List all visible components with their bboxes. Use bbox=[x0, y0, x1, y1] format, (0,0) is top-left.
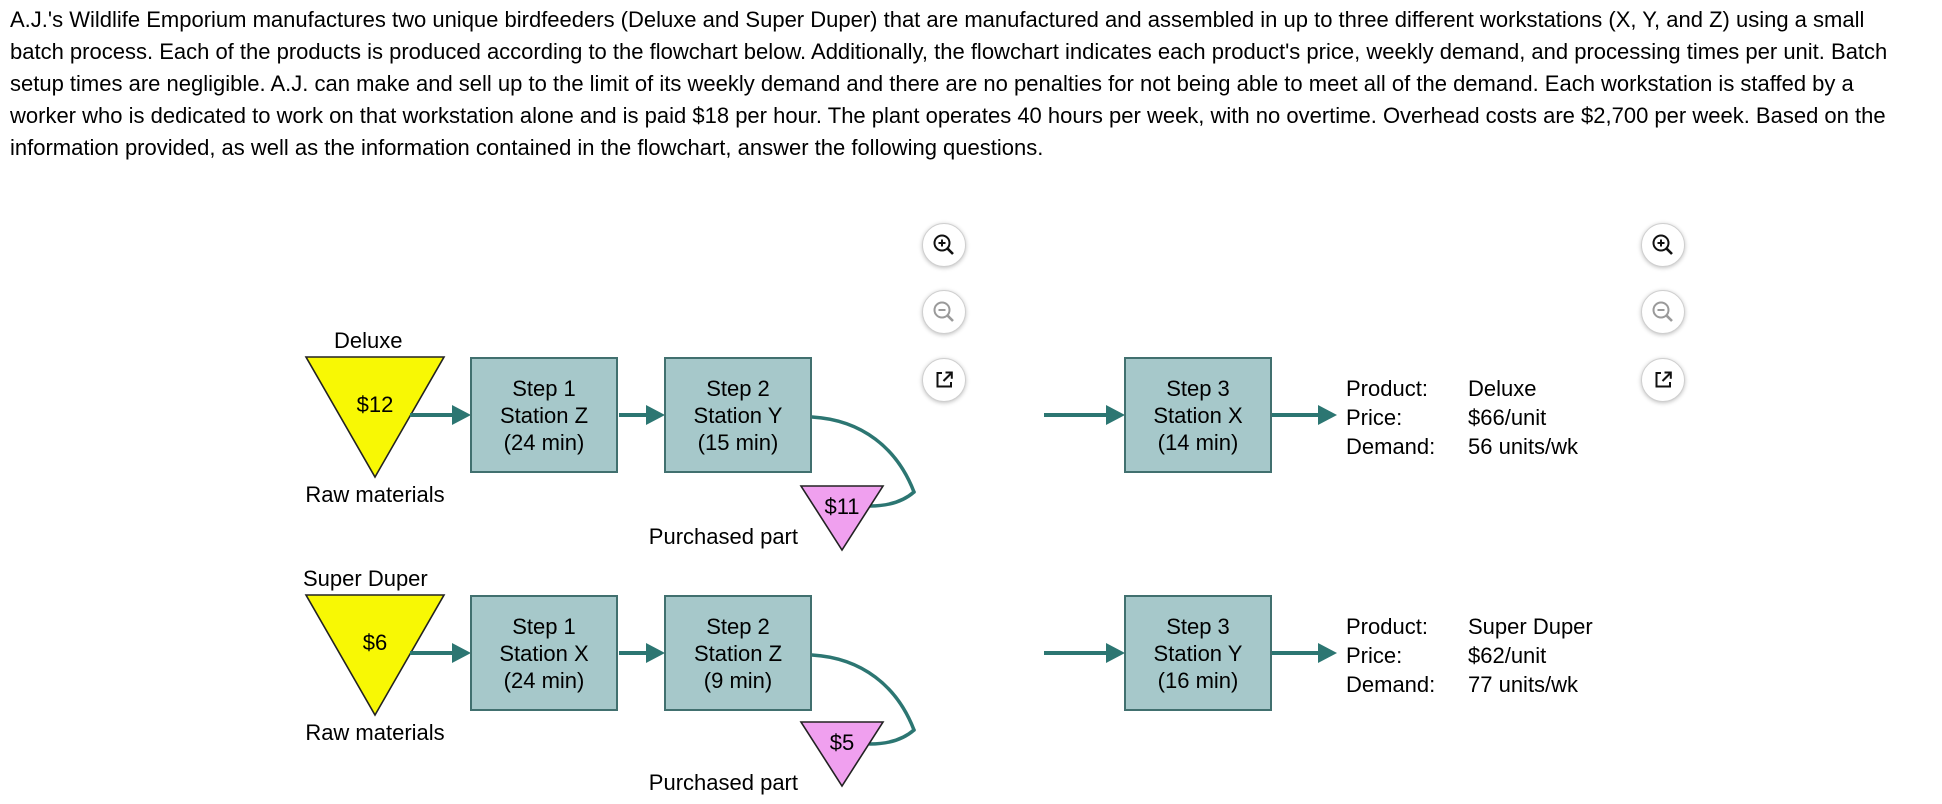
info-price-label: Price: bbox=[1346, 405, 1403, 430]
flow-curve-step2-out bbox=[810, 653, 916, 732]
step-title: Step 3 bbox=[1166, 375, 1230, 401]
step-time: (16 min) bbox=[1157, 667, 1239, 693]
panel2-zoom-out-button[interactable] bbox=[1641, 290, 1685, 334]
info-demand-label: Demand: bbox=[1346, 672, 1436, 697]
step-station: Station X bbox=[499, 640, 589, 666]
info-demand-value: 56 units/wk bbox=[1468, 434, 1579, 459]
open-in-new-icon bbox=[932, 368, 956, 392]
info-product-label: Product: bbox=[1346, 376, 1428, 401]
station-box-deluxe-step1: Step 1 Station Z (24 min) bbox=[470, 357, 618, 473]
flow-arrowhead bbox=[1106, 405, 1125, 425]
step-station: Station X bbox=[1153, 402, 1243, 428]
step-time: (24 min) bbox=[503, 667, 585, 693]
info-product-label: Product: bbox=[1346, 614, 1428, 639]
station-box-deluxe-step3: Step 3 Station X (14 min) bbox=[1124, 357, 1272, 473]
open-in-new-icon bbox=[1651, 368, 1675, 392]
flow-arrowhead bbox=[452, 643, 471, 663]
info-price-label: Price: bbox=[1346, 643, 1403, 668]
flow-arrowhead bbox=[1106, 643, 1125, 663]
station-box-super-duper-step2: Step 2 Station Z (9 min) bbox=[664, 595, 812, 711]
flow-arrowhead bbox=[646, 643, 665, 663]
info-price-value: $62/unit bbox=[1468, 643, 1547, 668]
raw-materials-label: Raw materials bbox=[305, 482, 445, 507]
station-box-deluxe-step2: Step 2 Station Y (15 min) bbox=[664, 357, 812, 473]
raw-cost-label: $12 bbox=[356, 392, 394, 417]
info-product-value: Super Duper bbox=[1468, 614, 1593, 639]
info-demand-value: 77 units/wk bbox=[1468, 672, 1579, 697]
step-time: (9 min) bbox=[703, 667, 773, 693]
purchased-part-label: Purchased part bbox=[648, 524, 798, 549]
purchased-cost-label: $5 bbox=[829, 730, 855, 755]
raw-cost-label: $6 bbox=[362, 630, 388, 655]
zoom-in-icon bbox=[931, 232, 957, 258]
step-time: (15 min) bbox=[697, 429, 779, 455]
step-station: Station Z bbox=[693, 640, 783, 666]
step-station: Station Y bbox=[1153, 640, 1243, 666]
flow-arrowhead bbox=[1318, 405, 1337, 425]
step-station: Station Y bbox=[693, 402, 783, 428]
info-product-value: Deluxe bbox=[1468, 376, 1537, 401]
panel1-zoom-in-button[interactable] bbox=[922, 223, 966, 267]
step-title: Step 3 bbox=[1166, 613, 1230, 639]
step-station: Station Z bbox=[499, 402, 589, 428]
panel1-open-external-button[interactable] bbox=[922, 358, 966, 402]
station-box-super-duper-step3: Step 3 Station Y (16 min) bbox=[1124, 595, 1272, 711]
station-box-super-duper-step1: Step 1 Station X (24 min) bbox=[470, 595, 618, 711]
product-info-super-duper: Product: Super Duper Price: $62/unit Dem… bbox=[1346, 612, 1593, 699]
product-info-deluxe: Product: Deluxe Price: $66/unit Demand: … bbox=[1346, 374, 1578, 461]
info-price-value: $66/unit bbox=[1468, 405, 1547, 430]
panel1-zoom-out-button[interactable] bbox=[922, 290, 966, 334]
info-demand-label: Demand: bbox=[1346, 434, 1436, 459]
panel2-zoom-in-button[interactable] bbox=[1641, 223, 1685, 267]
flow-arrowhead bbox=[1318, 643, 1337, 663]
purchased-part-label: Purchased part bbox=[648, 770, 798, 795]
problem-statement: A.J.'s Wildlife Emporium manufactures tw… bbox=[10, 7, 1888, 160]
flow-curve-step2-out bbox=[810, 415, 916, 494]
step-time: (24 min) bbox=[503, 429, 585, 455]
step-title: Step 1 bbox=[512, 613, 576, 639]
flow-arrowhead bbox=[646, 405, 665, 425]
step-title: Step 1 bbox=[512, 375, 576, 401]
zoom-out-icon bbox=[1650, 299, 1676, 325]
product-name-label-deluxe: Deluxe bbox=[334, 328, 403, 353]
zoom-out-icon bbox=[931, 299, 957, 325]
step-title: Step 2 bbox=[706, 613, 770, 639]
flow-arrowhead bbox=[452, 405, 471, 425]
raw-materials-label: Raw materials bbox=[305, 720, 445, 745]
product-name-label-super-duper: Super Duper bbox=[303, 566, 428, 591]
zoom-in-icon bbox=[1650, 232, 1676, 258]
step-time: (14 min) bbox=[1157, 429, 1239, 455]
purchased-cost-label: $11 bbox=[824, 494, 860, 519]
step-title: Step 2 bbox=[706, 375, 770, 401]
panel2-open-external-button[interactable] bbox=[1641, 358, 1685, 402]
